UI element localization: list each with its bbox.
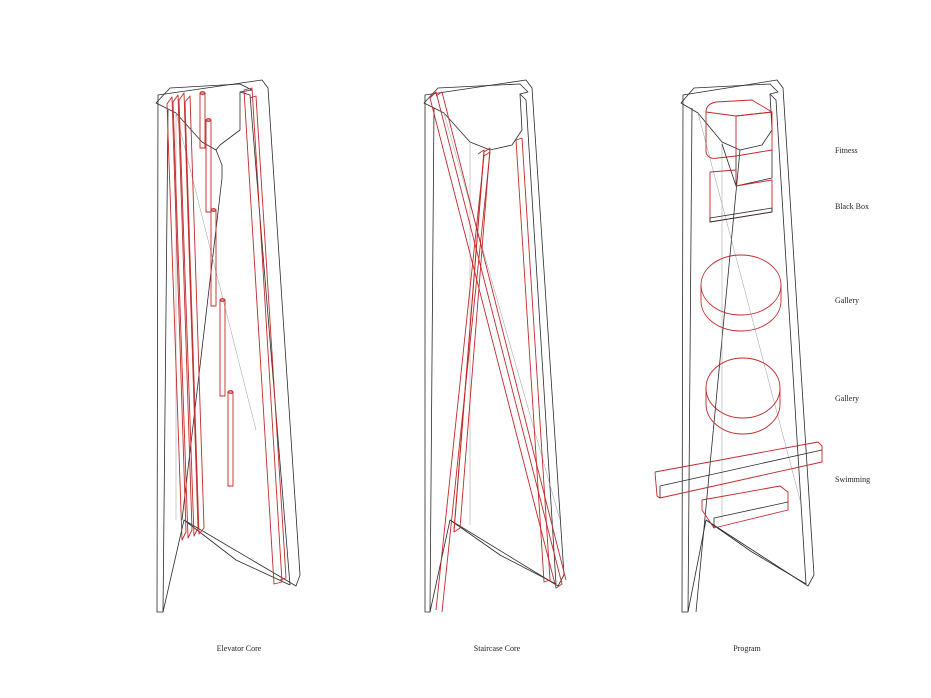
fitness-volume (705, 99, 773, 187)
elevator-shaft (243, 87, 283, 585)
tower-top-face (423, 83, 529, 151)
gallery-volume (705, 357, 781, 435)
elevator-core-tower (155, 79, 301, 613)
tower-top-face (155, 83, 253, 151)
lower-volume (701, 485, 789, 529)
elevator-shaft (178, 92, 199, 537)
caption-elevator-core: Elevator Core (216, 644, 262, 653)
elevator-shaft (249, 95, 287, 581)
program-label-black-box: Black Box (835, 202, 869, 211)
riser (219, 299, 226, 397)
tower-brace (695, 149, 741, 613)
tower-inner-edge (429, 107, 435, 613)
caption-program: Program (733, 644, 761, 653)
swimming-volume (654, 441, 823, 499)
program-label-gallery-upper: Gallery (835, 296, 859, 305)
tower-top-face (680, 83, 779, 151)
program-label-gallery-lower: Gallery (835, 394, 859, 403)
riser (199, 92, 206, 149)
riser (205, 119, 212, 213)
tower-inner-edge (162, 109, 169, 613)
staircase-blades (429, 91, 567, 613)
black-box-volume (709, 169, 773, 223)
caption-staircase-core: Staircase Core (473, 644, 521, 653)
tower-inner-edge (183, 519, 291, 586)
tower-inner-edge (449, 519, 557, 585)
staircase-core-tower (423, 79, 567, 613)
program-label-swimming: Swimming (835, 475, 871, 484)
tower-brace-faint (175, 112, 257, 520)
tower-inner-edge (519, 93, 557, 585)
tower-outline (681, 79, 815, 613)
riser (210, 209, 217, 307)
elevator-shaft (172, 94, 193, 539)
tower-inner-edge (687, 107, 693, 613)
stair-blade (453, 149, 485, 531)
elevator-shafts (166, 87, 287, 585)
riser (227, 391, 234, 487)
stair-blade (429, 91, 563, 589)
stair-blade (435, 91, 567, 581)
tower-brace (181, 177, 223, 521)
tower-inner-edge (239, 91, 291, 586)
tower-inner-edge (215, 149, 223, 178)
elevator-shaft (166, 96, 187, 541)
program-label-fitness: Fitness (835, 146, 858, 155)
tower-outline (156, 79, 301, 613)
stair-blade (435, 151, 491, 613)
gallery-volume (700, 254, 782, 332)
tower-inner-edge (769, 93, 807, 585)
tower-inner-edge (705, 519, 807, 585)
tower-brace-faint (697, 112, 801, 520)
stair-blade (515, 137, 551, 583)
tower-outline (424, 79, 565, 613)
elevator-shaft (184, 95, 205, 535)
program-tower (654, 79, 823, 613)
